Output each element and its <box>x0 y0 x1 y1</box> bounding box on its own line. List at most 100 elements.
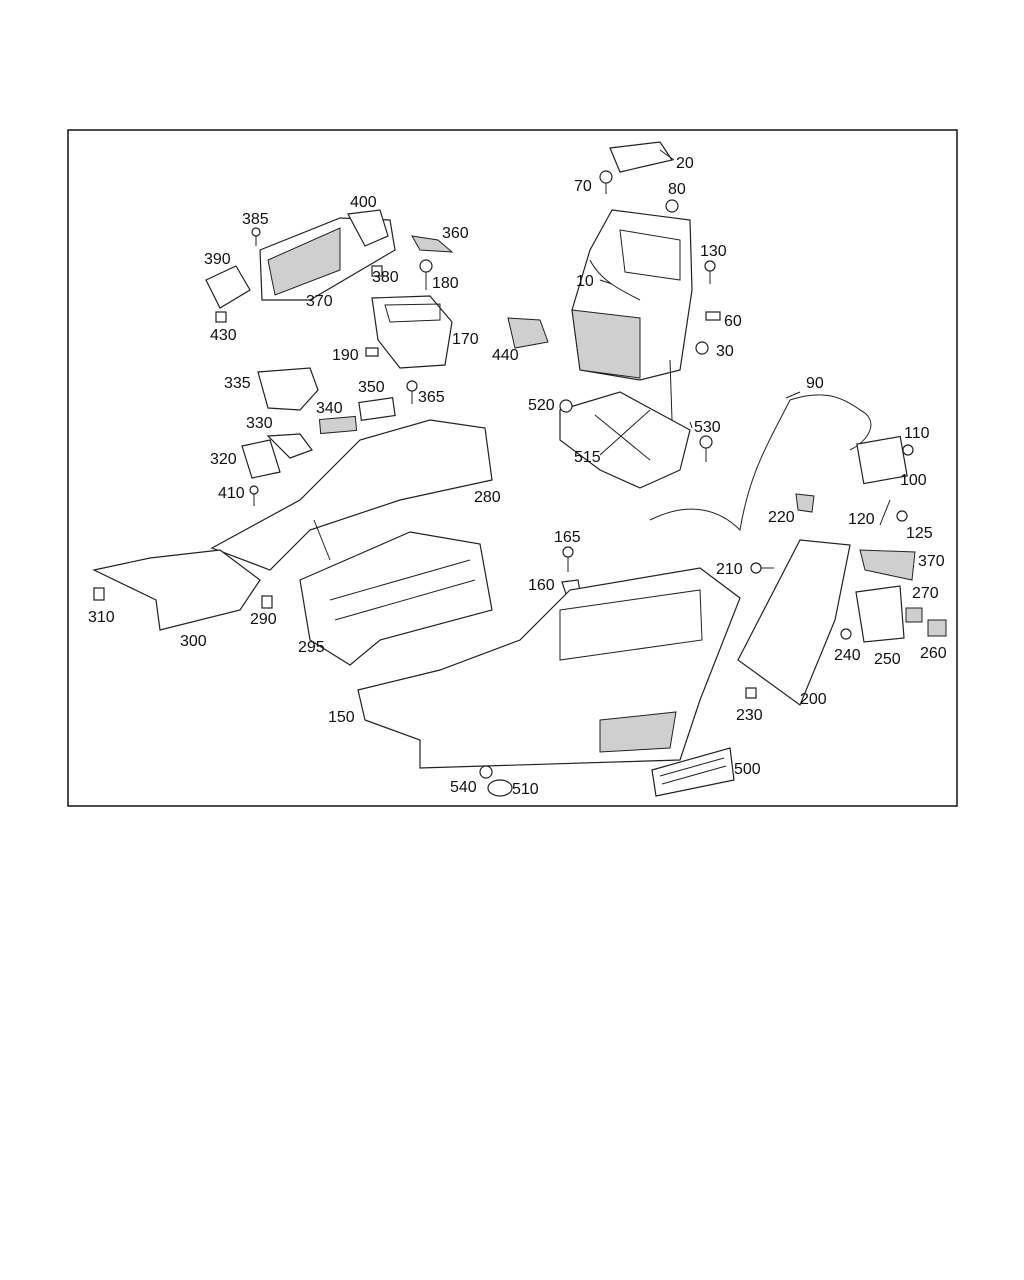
label-220: 220 <box>768 509 795 526</box>
label-400: 400 <box>350 194 377 211</box>
part-190-clip <box>365 347 379 357</box>
label-170: 170 <box>452 331 479 348</box>
part-410-clip <box>371 265 383 277</box>
label-430: 430 <box>210 327 237 344</box>
label-380: 370 <box>306 293 333 310</box>
part-270-switch <box>905 607 923 623</box>
label-230: 230 <box>736 707 763 724</box>
label-130: 130 <box>700 243 727 260</box>
part-125-nut <box>896 510 908 522</box>
label-370: 370 <box>918 553 945 570</box>
label-335: 335 <box>224 375 251 392</box>
part-430-clip <box>215 311 227 323</box>
part-150-console-housing <box>357 567 741 769</box>
part-540-clip <box>479 765 493 779</box>
part-240-screw <box>840 628 852 640</box>
label-350: 350 <box>358 379 385 396</box>
part-290-clip <box>261 595 273 609</box>
label-30: 30 <box>716 343 734 360</box>
diagram-frame <box>67 129 958 807</box>
part-60-clip <box>705 311 721 321</box>
label-280: 280 <box>474 489 501 506</box>
label-150: 150 <box>328 709 355 726</box>
label-165: 165 <box>554 529 581 546</box>
part-360-trim <box>411 235 454 253</box>
part-320-trim <box>241 439 281 479</box>
label-410: 380 <box>372 269 399 286</box>
label-120: 120 <box>848 511 875 528</box>
label-60: 60 <box>724 313 742 330</box>
label-70: 70 <box>574 178 592 195</box>
part-250-vent-housing <box>855 585 905 643</box>
part-310-clip <box>93 587 105 601</box>
part-130-screw <box>704 260 716 284</box>
part-390-screw <box>249 485 259 506</box>
label-340: 340 <box>316 400 343 417</box>
part-280-console-top <box>210 419 493 571</box>
label-125: 125 <box>906 525 933 542</box>
label-90: 90 <box>806 375 824 392</box>
part-120-bracket <box>879 499 891 526</box>
part-200-rear-panel <box>737 539 851 706</box>
part-260-switch <box>927 619 947 637</box>
part-400-hinge-cover <box>347 209 389 247</box>
part-295-lower-tray <box>299 531 493 666</box>
leader-lines <box>313 149 801 561</box>
label-10: 10 <box>576 273 594 290</box>
label-385: 385 <box>242 211 269 228</box>
part-170-storage-box <box>371 295 453 369</box>
part-440-switch <box>507 317 549 349</box>
part-110-screw <box>902 444 914 456</box>
label-390: 410 <box>218 485 245 502</box>
label-365: 365 <box>418 389 445 406</box>
label-260: 260 <box>920 645 947 662</box>
part-10-bracket-assembly <box>571 209 693 381</box>
label-520: 520 <box>528 397 555 414</box>
label-210: 210 <box>716 561 743 578</box>
label-420: 390 <box>204 251 231 268</box>
part-70-screw <box>599 170 613 194</box>
part-220-switch <box>795 493 815 513</box>
part-90-wiring-harness <box>649 394 872 532</box>
part-20-cover <box>609 141 673 173</box>
part-365-screw <box>406 380 418 404</box>
label-440: 440 <box>492 347 519 364</box>
label-160: 160 <box>528 577 555 594</box>
label-500: 500 <box>734 761 761 778</box>
part-180-screw <box>419 259 433 290</box>
label-510: 510 <box>512 781 539 798</box>
part-210-screw <box>750 562 774 574</box>
label-530: 530 <box>694 419 721 436</box>
label-100: 100 <box>900 472 927 489</box>
part-230-clip <box>745 687 757 699</box>
part-30-screw <box>695 341 709 355</box>
part-330-cupholder-insert <box>266 433 313 459</box>
label-360: 360 <box>442 225 469 242</box>
label-300: 300 <box>180 633 207 650</box>
label-80: 80 <box>668 181 686 198</box>
part-370-trim <box>859 549 916 581</box>
label-200: 200 <box>800 691 827 708</box>
part-80-bolt <box>665 199 679 213</box>
part-340-mat <box>318 415 358 435</box>
label-320: 320 <box>210 451 237 468</box>
part-385-screw <box>251 227 261 246</box>
part-500-grille <box>651 747 735 797</box>
label-250: 250 <box>874 651 901 668</box>
label-270: 270 <box>912 585 939 602</box>
part-300-front-trim <box>92 549 261 631</box>
label-190: 190 <box>332 347 359 364</box>
label-290: 290 <box>250 611 277 628</box>
label-110: 110 <box>904 425 930 442</box>
label-540: 540 <box>450 779 477 796</box>
label-330: 330 <box>246 415 273 432</box>
label-310: 310 <box>88 609 115 626</box>
part-510-cap <box>487 779 513 797</box>
part-100-module <box>856 435 908 485</box>
label-240: 240 <box>834 647 861 664</box>
label-20: 20 <box>676 155 694 172</box>
part-350-mat <box>358 397 396 421</box>
part-520-nut <box>559 399 573 413</box>
part-515-mount-plate <box>559 391 691 489</box>
